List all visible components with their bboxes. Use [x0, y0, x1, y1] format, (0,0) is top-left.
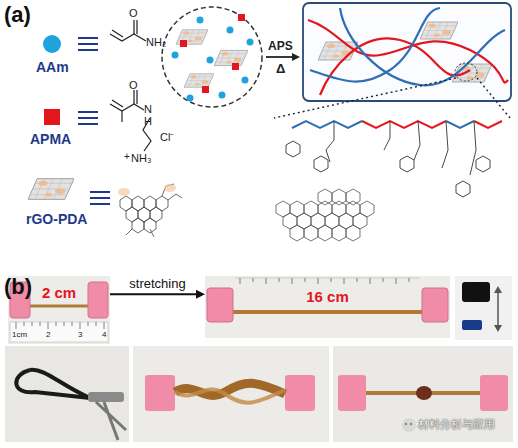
annotation: Cl⁻	[160, 132, 174, 143]
annotation: N	[144, 104, 152, 115]
annotation: Δ	[276, 62, 285, 75]
crosslink-structure	[286, 121, 490, 197]
panel-label: (a)	[4, 4, 31, 26]
network-box	[303, 3, 511, 101]
photo-knot	[333, 346, 513, 442]
edge-label: stretching	[129, 277, 185, 290]
annotation: H	[144, 116, 152, 127]
monomer-square	[44, 109, 60, 125]
watermark-icon	[402, 418, 416, 432]
backbone	[292, 121, 502, 128]
arrow-line	[110, 293, 197, 295]
equivalence-sign	[78, 38, 110, 204]
photo-loop	[5, 346, 129, 442]
photo-twist	[133, 346, 329, 442]
annotation: O	[129, 8, 138, 19]
monomer-squares	[180, 14, 245, 93]
measurement-text: 16 cm	[306, 288, 349, 305]
annotation: 4	[102, 331, 106, 339]
apma-structure	[110, 90, 151, 151]
annotation: +	[124, 152, 130, 162]
annotation: NH₃	[131, 153, 151, 164]
annotation: 1cm	[12, 331, 27, 339]
annotation: APS	[268, 40, 293, 52]
graphene-lattice	[276, 189, 374, 241]
annotation: NH₂	[146, 37, 166, 48]
reaction-arrow	[266, 56, 296, 58]
photo-panel: 16 cm	[205, 276, 450, 338]
photo-side	[455, 276, 512, 340]
legend-text: rGO-PDA	[26, 212, 87, 226]
zoom-lines	[274, 78, 510, 118]
measurement-text: 2 cm	[42, 284, 76, 301]
arrow-head	[196, 290, 205, 299]
graphene-icon	[28, 179, 74, 200]
annotation: O	[129, 80, 138, 91]
aam-structure	[110, 20, 146, 41]
precursor-circle	[162, 7, 262, 107]
annotation: 3	[78, 331, 82, 339]
annotation: 2	[46, 331, 50, 339]
monomer-dots	[172, 17, 254, 102]
rgo-pda-structure	[118, 184, 182, 237]
panel-label: (b)	[4, 276, 32, 298]
watermark: 材料分析与应用	[418, 419, 495, 430]
polymer-chains	[308, 8, 508, 95]
legend-text: APMA	[30, 132, 71, 146]
connector-arrow	[110, 290, 205, 299]
legend-text: AAm	[36, 60, 69, 74]
monomer-dot	[43, 35, 61, 53]
